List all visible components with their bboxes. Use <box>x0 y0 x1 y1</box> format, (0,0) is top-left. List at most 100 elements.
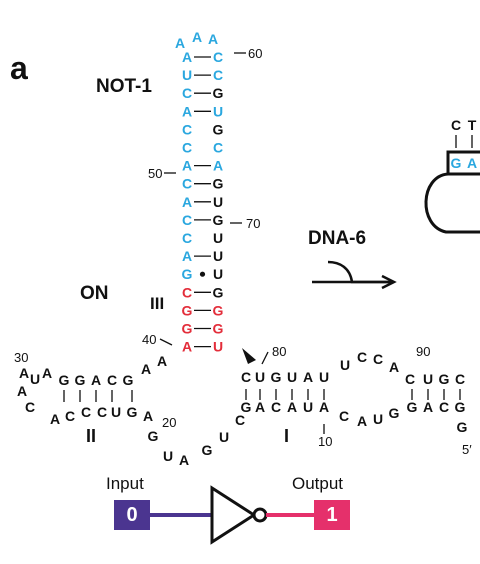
position-marker: 90 <box>416 344 430 359</box>
nucleotide: A <box>423 399 433 415</box>
strand-loop <box>424 172 480 234</box>
nucleotide: U <box>213 103 223 119</box>
nucleotide: G <box>148 428 159 444</box>
nucleotide: G <box>451 155 462 171</box>
nucleotide: U <box>423 371 433 387</box>
not-gate-bubble <box>252 507 268 523</box>
nucleotide: C <box>213 140 223 156</box>
nucleotide: U <box>213 194 223 210</box>
nucleotide: G <box>213 284 224 300</box>
nucleotide: U <box>219 429 229 445</box>
nucleotide: G <box>213 321 224 337</box>
wobble-pair-dot <box>199 271 206 277</box>
position-marker: 80 <box>272 344 286 359</box>
nucleotide: G <box>202 442 213 458</box>
nucleotide: A <box>182 339 192 355</box>
nucleotide: C <box>451 117 461 133</box>
nucleotide: G <box>457 419 468 435</box>
boxed-sequence <box>446 150 480 176</box>
nucleotide: G <box>213 121 224 137</box>
nucleotide: C <box>81 404 91 420</box>
cleavage-marker <box>242 348 256 364</box>
nucleotide: C <box>182 85 192 101</box>
not1-label: NOT-1 <box>96 76 152 97</box>
nucleotide: A <box>182 103 192 119</box>
nucleotide: U <box>182 67 192 83</box>
nucleotide: C <box>182 176 192 192</box>
nucleotide: A <box>192 29 202 45</box>
nucleotide: U <box>213 230 223 246</box>
nucleotide: C <box>107 372 117 388</box>
nucleotide: A <box>213 158 223 174</box>
nucleotide: A <box>179 452 189 468</box>
nucleotide: G <box>241 399 252 415</box>
nucleotide: U <box>303 399 313 415</box>
panel-label: a <box>10 50 28 86</box>
input-label: Input <box>106 474 144 493</box>
nucleotide: A <box>19 365 29 381</box>
nucleotide: G <box>59 372 70 388</box>
nucleotide: A <box>141 361 151 377</box>
nucleotide: U <box>30 371 40 387</box>
not-gate <box>210 485 257 545</box>
nucleotide: G <box>439 371 450 387</box>
stem1-label: I <box>284 426 290 446</box>
nucleotide: C <box>339 408 349 424</box>
nucleotide: A <box>208 31 218 47</box>
nucleotide: A <box>42 365 52 381</box>
nucleotide: A <box>143 408 153 424</box>
nucleotide: A <box>182 248 192 264</box>
nucleotide: C <box>213 67 223 83</box>
nucleotide: A <box>467 155 477 171</box>
nucleotide: G <box>182 302 193 318</box>
nucleotide: A <box>357 413 367 429</box>
nucleotide: C <box>241 369 251 385</box>
nucleotide: C <box>235 412 245 428</box>
nucleotide: U <box>287 369 297 385</box>
nucleotide: U <box>319 369 329 385</box>
nucleotide: A <box>157 353 167 369</box>
output-label: Output <box>292 474 344 493</box>
marker-tick <box>261 351 269 365</box>
nucleotide: G <box>271 369 282 385</box>
nucleotide: C <box>357 349 367 365</box>
nucleotide: C <box>182 284 192 300</box>
nucleotide: C <box>271 399 281 415</box>
nucleotide: A <box>182 194 192 210</box>
nucleotide: C <box>439 399 449 415</box>
nucleotide: C <box>405 371 415 387</box>
nucleotide: C <box>373 351 383 367</box>
nucleotide: A <box>182 49 192 65</box>
nucleotide: G <box>213 176 224 192</box>
nucleotide: G <box>213 212 224 228</box>
nucleotide: U <box>213 266 223 282</box>
position-marker: 40 <box>142 332 156 347</box>
nucleotide: G <box>182 321 193 337</box>
nucleotide: C <box>182 121 192 137</box>
nucleotide: G <box>455 399 466 415</box>
nucleotide: U <box>373 411 383 427</box>
position-marker: 30 <box>14 350 28 365</box>
nucleotide: C <box>455 371 465 387</box>
position-marker: 60 <box>248 46 262 61</box>
nucleotide: A <box>287 399 297 415</box>
dna6-label: DNA-6 <box>308 228 367 249</box>
nucleotide: C <box>182 212 192 228</box>
nucleotide: A <box>17 383 27 399</box>
dna6-arrow <box>327 260 392 284</box>
input-value-box: 0 <box>114 500 150 530</box>
nucleotide: G <box>127 404 138 420</box>
nucleotide: A <box>91 372 101 388</box>
nucleotide: G <box>182 266 193 282</box>
nucleotide: T <box>468 117 477 133</box>
nucleotide: C <box>25 399 35 415</box>
nucleotide: G <box>75 372 86 388</box>
nucleotide: G <box>213 302 224 318</box>
nucleotide: A <box>255 399 265 415</box>
nucleotide: U <box>163 448 173 464</box>
nucleotide: C <box>182 140 192 156</box>
nucleotide: G <box>123 372 134 388</box>
position-marker: 70 <box>246 216 260 231</box>
position-marker: 20 <box>162 415 176 430</box>
on-label: ON <box>80 283 109 304</box>
